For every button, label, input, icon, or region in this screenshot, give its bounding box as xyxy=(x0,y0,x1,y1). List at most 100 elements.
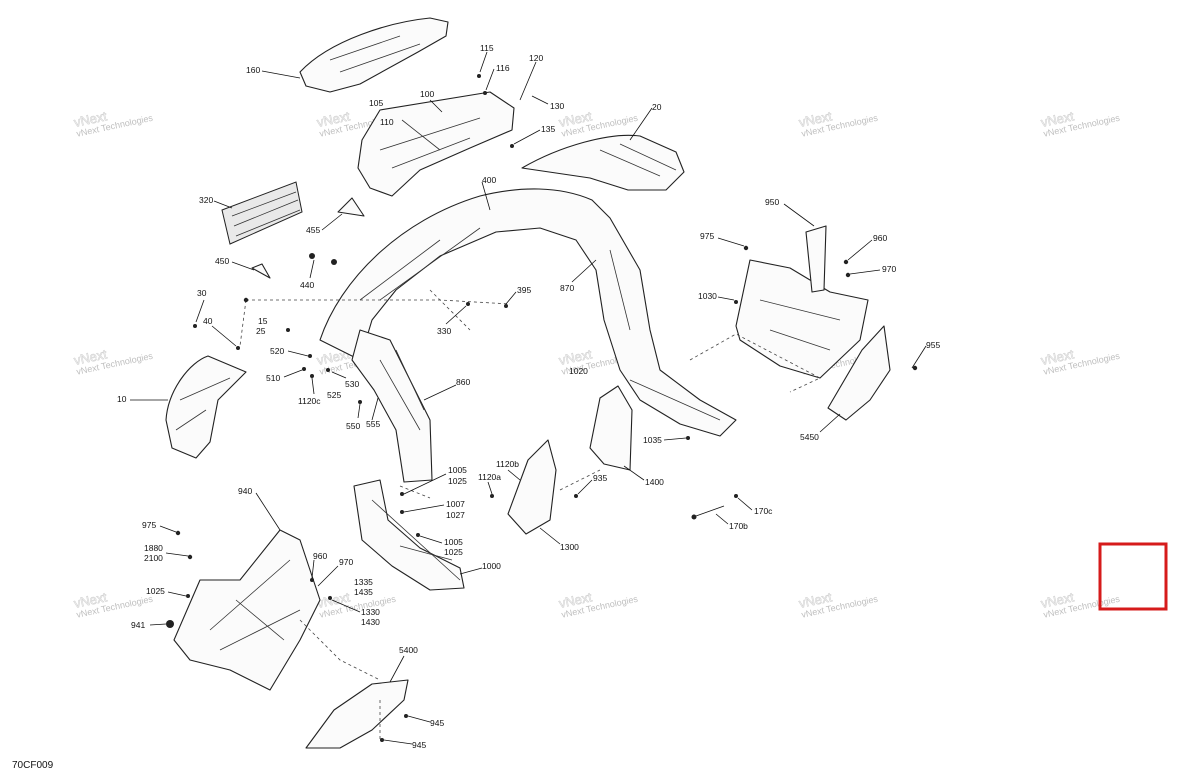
svg-text:vNext: vNext xyxy=(558,589,594,611)
callout-label: 1120b xyxy=(496,459,519,469)
part-400-frame[interactable] xyxy=(319,188,737,437)
svg-text:vNext: vNext xyxy=(1040,108,1076,130)
callout-label: 1005 xyxy=(444,537,463,547)
part-1400-panel[interactable] xyxy=(589,385,633,471)
part-5450-side[interactable] xyxy=(827,325,891,421)
callout-label: 1000 xyxy=(482,561,501,571)
callout-label: 330 xyxy=(437,326,451,336)
part-860-pillar[interactable] xyxy=(351,329,433,483)
callout-label: 1400 xyxy=(645,477,664,487)
callout-label: 110 xyxy=(380,117,394,127)
highlight-box xyxy=(1098,542,1168,611)
callout-label: 960 xyxy=(313,551,327,561)
callout-label: 1335 xyxy=(354,577,373,587)
callout-label: 941 xyxy=(131,620,145,630)
svg-text:vNext: vNext xyxy=(798,108,834,130)
callout-label: 940 xyxy=(238,486,252,496)
callout-label: 400 xyxy=(482,175,496,185)
callout-label: 320 xyxy=(199,195,213,205)
callout-label: 115 xyxy=(480,43,494,53)
callout-label: 975 xyxy=(700,231,714,241)
callout-label: 170b xyxy=(729,521,748,531)
part-1000-rail[interactable] xyxy=(353,479,465,591)
callout-label: 170c xyxy=(754,506,773,516)
callout-label: 1025 xyxy=(146,586,165,596)
svg-text:vNext: vNext xyxy=(316,108,352,130)
callout-label: 160 xyxy=(246,65,260,75)
callout-label: 116 xyxy=(496,63,510,73)
callout-label: 30 xyxy=(197,288,207,298)
callout-label: 530 xyxy=(345,379,359,389)
callout-label: 870 xyxy=(560,283,574,293)
svg-text:vNext: vNext xyxy=(798,589,834,611)
part-950-bracket[interactable] xyxy=(805,225,827,293)
part-5400-panel[interactable] xyxy=(305,679,409,749)
callout-label: 455 xyxy=(306,225,320,235)
callout-label: 135 xyxy=(541,124,555,134)
part-170b-pin[interactable] xyxy=(695,505,725,517)
part-940-floor[interactable] xyxy=(173,529,321,691)
callout-label: 5450 xyxy=(800,432,819,442)
svg-text:vNext: vNext xyxy=(1040,346,1076,368)
callout-label: 40 xyxy=(203,316,213,326)
callout-label: 510 xyxy=(266,373,280,383)
callout-label: 1035 xyxy=(643,435,662,445)
callout-label: 120 xyxy=(529,53,543,63)
svg-text:vNext: vNext xyxy=(73,346,109,368)
svg-text:vNext: vNext xyxy=(73,108,109,130)
callout-label: 20 xyxy=(652,102,662,112)
callout-label: 25 xyxy=(256,326,266,336)
callout-label: 450 xyxy=(215,256,229,266)
drawing-reference: 70CF009 xyxy=(12,760,54,771)
callout-label: 1025 xyxy=(444,547,463,557)
callout-label: 955 xyxy=(926,340,940,350)
callout-label: 10 xyxy=(117,394,127,404)
callout-label: 1007 xyxy=(446,499,465,509)
part-455-plate[interactable] xyxy=(337,197,365,217)
callout-label: 525 xyxy=(327,390,341,400)
parts-layer xyxy=(165,17,891,749)
callout-label: 1030 xyxy=(698,291,717,301)
part-160-cover[interactable] xyxy=(299,17,449,93)
part-1300-panel[interactable] xyxy=(507,439,557,535)
callout-label: 130 xyxy=(550,101,564,111)
callout-label: 2100 xyxy=(144,553,163,563)
callout-label: 945 xyxy=(412,740,426,750)
callout-label: 1120a xyxy=(478,472,501,482)
part-10-panel[interactable] xyxy=(165,355,247,459)
callout-label: 935 xyxy=(593,473,607,483)
part-450-plate[interactable] xyxy=(251,263,271,279)
part-320-grille[interactable] xyxy=(221,181,303,245)
callout-label: 1300 xyxy=(560,542,579,552)
callout-label: 1005 xyxy=(448,465,467,475)
callout-label: 950 xyxy=(765,197,779,207)
svg-text:vNext: vNext xyxy=(558,346,594,368)
callouts: 160 115 116 120 130 105 110 100 135 20 3… xyxy=(117,43,940,750)
svg-text:vNext: vNext xyxy=(316,589,352,611)
callout-label: 1430 xyxy=(361,617,380,627)
callout-label: 395 xyxy=(517,285,531,295)
part-20-hood[interactable] xyxy=(521,134,685,191)
callout-label: 15 xyxy=(258,316,268,326)
svg-text:vNext: vNext xyxy=(73,589,109,611)
svg-text:vNext: vNext xyxy=(558,108,594,130)
callout-label: 520 xyxy=(270,346,284,356)
callout-label: 960 xyxy=(873,233,887,243)
callout-label: 1435 xyxy=(354,587,373,597)
callout-label: 970 xyxy=(882,264,896,274)
assembly-lines xyxy=(239,289,821,740)
callout-label: 1020 xyxy=(569,366,588,376)
callout-label: 970 xyxy=(339,557,353,567)
callout-label: 975 xyxy=(142,520,156,530)
callout-label: 1025 xyxy=(448,476,467,486)
svg-text:vNext: vNext xyxy=(1040,589,1076,611)
callout-label: 550 xyxy=(346,421,360,431)
part-100-dash-bracket[interactable] xyxy=(357,91,515,197)
callout-label: 105 xyxy=(369,98,383,108)
callout-label: 100 xyxy=(420,89,434,99)
callout-label: 440 xyxy=(300,280,314,290)
part-950-floor[interactable] xyxy=(735,259,869,379)
callout-label: 860 xyxy=(456,377,470,387)
callout-label: 1330 xyxy=(361,607,380,617)
